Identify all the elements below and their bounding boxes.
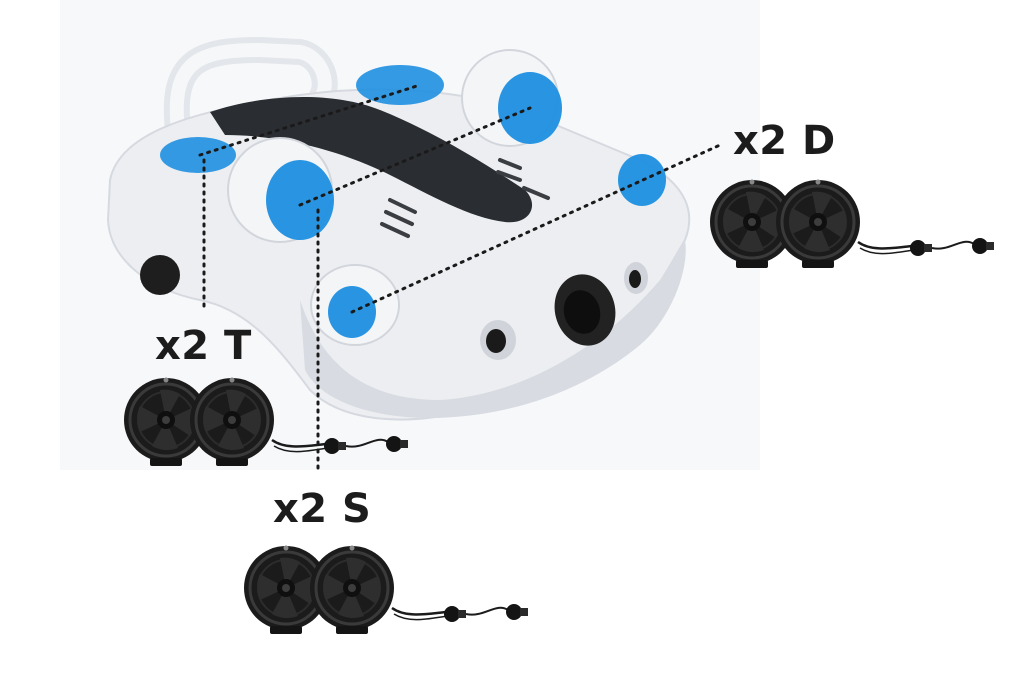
- thruster-pair-s-icon: [244, 546, 528, 635]
- label-thruster-t: x2 T: [155, 323, 252, 369]
- label-thruster-d: x2 D: [733, 118, 836, 164]
- label-thruster-s: x2 S: [273, 486, 372, 532]
- leader-lines: [198, 83, 722, 472]
- thruster-pair-d-icon: [710, 180, 994, 269]
